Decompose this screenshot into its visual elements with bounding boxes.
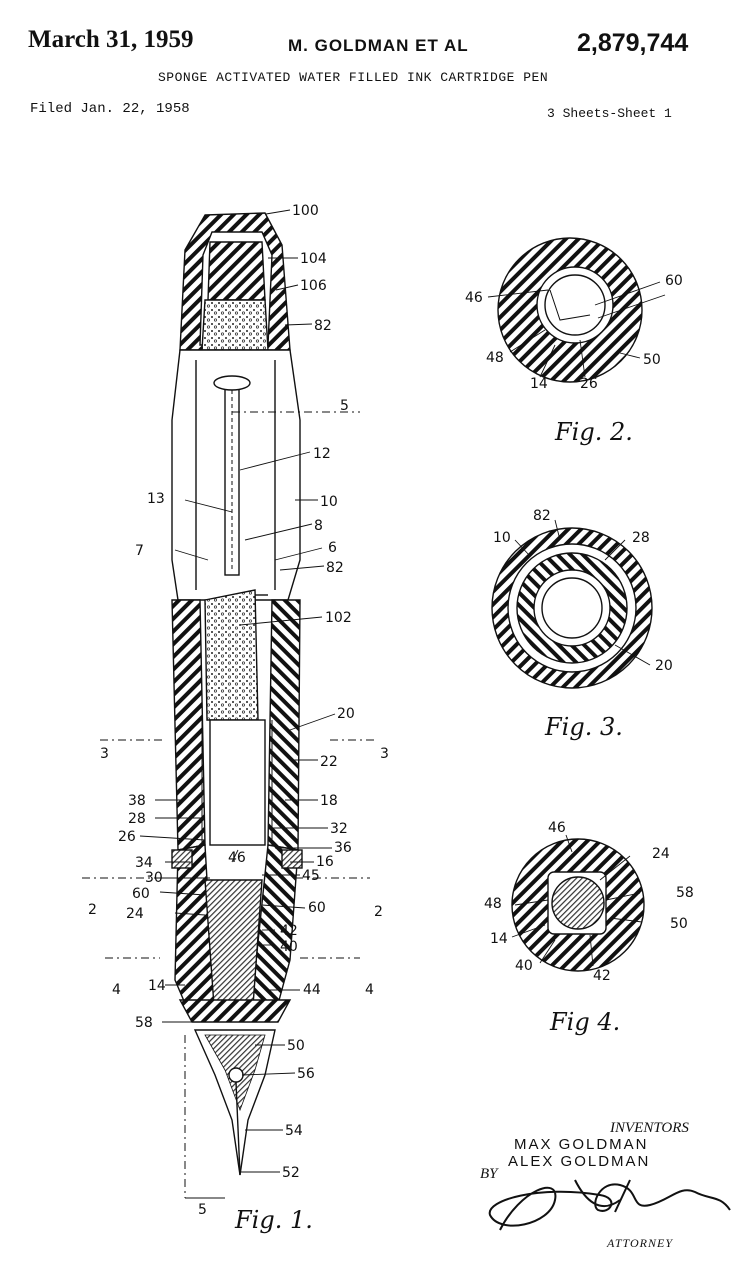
attorney-signature bbox=[488, 1179, 731, 1231]
ref-4-right: 4 bbox=[365, 982, 374, 998]
ref-104: 104 bbox=[300, 251, 327, 267]
f4-ref-48: 48 bbox=[484, 896, 502, 912]
ref-26: 26 bbox=[118, 829, 136, 845]
fig1-reference-numerals: 100 104 106 82 5 12 13 10 8 7 6 82 102 2… bbox=[88, 203, 389, 1218]
ref-4-left: 4 bbox=[112, 982, 121, 998]
ref-2-left: 2 bbox=[88, 902, 97, 918]
ref-36: 36 bbox=[334, 840, 352, 856]
ref-56: 56 bbox=[297, 1066, 315, 1082]
filed-date: Filed Jan. 22, 1958 bbox=[30, 101, 190, 117]
inventor-name-1: MAX GOLDMAN bbox=[514, 1136, 649, 1153]
ref-82b: 82 bbox=[326, 560, 344, 576]
ref-100: 100 bbox=[292, 203, 319, 219]
ref-13: 13 bbox=[147, 491, 165, 507]
ref-46: 46 bbox=[228, 850, 246, 866]
fig2-reference-numerals: 46 60 48 50 14 26 bbox=[465, 273, 683, 392]
ref-60a: 60 bbox=[132, 886, 150, 902]
fig4-reference-numerals: 46 24 58 48 50 14 40 42 bbox=[484, 820, 694, 984]
ref-3-right: 3 bbox=[380, 746, 389, 762]
ref-54: 54 bbox=[285, 1123, 303, 1139]
attorney-label: ATTORNEY bbox=[607, 1236, 674, 1250]
ref-3-left: 3 bbox=[100, 746, 109, 762]
ref-106: 106 bbox=[300, 278, 327, 294]
ref-32: 32 bbox=[330, 821, 348, 837]
patent-number: 2,879,744 bbox=[577, 29, 689, 57]
f2-ref-26: 26 bbox=[580, 376, 598, 392]
ref-28: 28 bbox=[128, 811, 146, 827]
f3-ref-10: 10 bbox=[493, 530, 511, 546]
ref-10: 10 bbox=[320, 494, 338, 510]
fig3-cross-section bbox=[491, 519, 653, 689]
ref-12: 12 bbox=[313, 446, 331, 462]
ref-20: 20 bbox=[337, 706, 355, 722]
fig3-caption: Fig. 3. bbox=[544, 713, 623, 741]
ref-40: 40 bbox=[280, 939, 298, 955]
ref-18: 18 bbox=[320, 793, 338, 809]
f2-ref-50: 50 bbox=[643, 352, 661, 368]
ref-52: 52 bbox=[282, 1165, 300, 1181]
f3-ref-82: 82 bbox=[533, 508, 551, 524]
ref-5-bottom: 5 bbox=[198, 1202, 207, 1218]
ref-42: 42 bbox=[280, 923, 298, 939]
f4-ref-50: 50 bbox=[670, 916, 688, 932]
ref-14: 14 bbox=[148, 978, 166, 994]
ref-58: 58 bbox=[135, 1015, 153, 1031]
fig2-cross-section bbox=[487, 237, 666, 383]
ref-82a: 82 bbox=[314, 318, 332, 334]
sheet-count: 3 Sheets-Sheet 1 bbox=[547, 106, 672, 121]
fig4-cross-section bbox=[511, 834, 645, 972]
fig3-reference-numerals: 82 28 10 20 bbox=[493, 508, 673, 674]
ref-5-top: 5 bbox=[340, 398, 349, 414]
ref-50: 50 bbox=[287, 1038, 305, 1054]
ref-8: 8 bbox=[314, 518, 323, 534]
f4-ref-14: 14 bbox=[490, 931, 508, 947]
ref-24: 24 bbox=[126, 906, 144, 922]
by-label: BY bbox=[480, 1166, 498, 1182]
ref-22: 22 bbox=[320, 754, 338, 770]
patent-title: SPONGE ACTIVATED WATER FILLED INK CARTRI… bbox=[158, 70, 549, 85]
ref-102: 102 bbox=[325, 610, 352, 626]
f2-ref-46: 46 bbox=[465, 290, 483, 306]
fig4-caption: Fig 4. bbox=[549, 1008, 620, 1036]
f3-ref-20: 20 bbox=[655, 658, 673, 674]
ref-34: 34 bbox=[135, 855, 153, 871]
f2-ref-48: 48 bbox=[486, 350, 504, 366]
ref-60b: 60 bbox=[308, 900, 326, 916]
fig1-caption: Fig. 1. bbox=[234, 1206, 313, 1234]
f4-ref-40: 40 bbox=[515, 958, 533, 974]
f4-ref-46: 46 bbox=[548, 820, 566, 836]
ref-2-right: 2 bbox=[374, 904, 383, 920]
fig1-pen-drawing bbox=[82, 209, 375, 1199]
inventors-heading: INVENTORS bbox=[610, 1120, 689, 1136]
f4-ref-42: 42 bbox=[593, 968, 611, 984]
ref-44: 44 bbox=[303, 982, 321, 998]
ref-16: 16 bbox=[316, 854, 334, 870]
patent-date: March 31, 1959 bbox=[28, 26, 194, 53]
f2-ref-60: 60 bbox=[665, 273, 683, 289]
fig2-caption: Fig. 2. bbox=[554, 418, 633, 446]
inventor-name-2: ALEX GOLDMAN bbox=[508, 1153, 651, 1170]
f2-ref-14: 14 bbox=[530, 376, 548, 392]
ref-30: 30 bbox=[145, 870, 163, 886]
f3-ref-28: 28 bbox=[632, 530, 650, 546]
ref-6: 6 bbox=[328, 540, 337, 556]
ref-45: 45 bbox=[302, 868, 320, 884]
inventor-line: M. GOLDMAN ET AL bbox=[288, 36, 469, 55]
f4-ref-24: 24 bbox=[652, 846, 670, 862]
f4-ref-58: 58 bbox=[676, 885, 694, 901]
ref-38: 38 bbox=[128, 793, 146, 809]
ref-7: 7 bbox=[135, 543, 144, 559]
